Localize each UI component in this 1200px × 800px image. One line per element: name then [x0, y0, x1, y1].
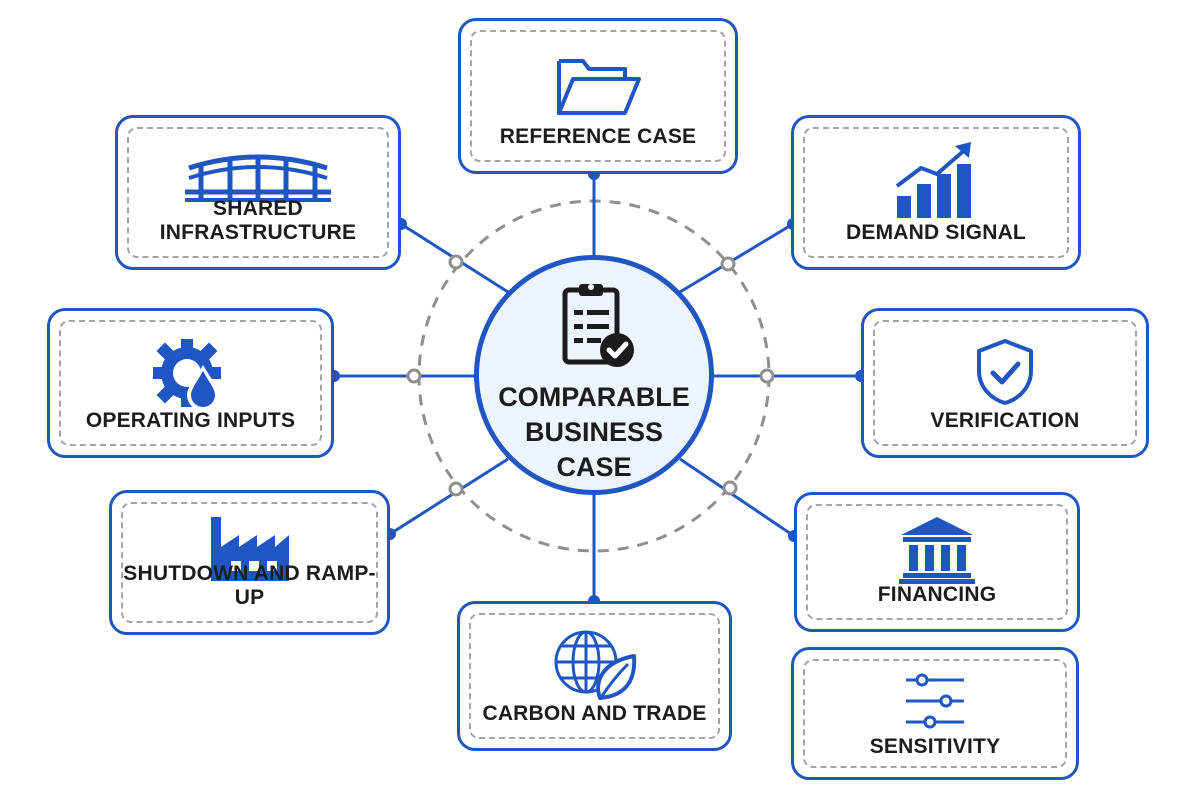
shield-check-icon: [864, 337, 1146, 407]
node-sensitivity: SENSITIVITY: [791, 647, 1079, 780]
node-label: FINANCING: [877, 583, 997, 606]
junction-ne: [720, 256, 736, 272]
node-verification: VERIFICATION: [861, 308, 1149, 458]
hub-title-line-3: CASE: [556, 452, 632, 482]
hub-title-line-1: COMPARABLE: [498, 382, 690, 412]
node-label: SHUTDOWN AND RAMP-UP: [123, 562, 376, 609]
junction-nw: [448, 254, 464, 270]
connector-shutdown-rampup: [389, 457, 509, 536]
node-shared-infrastructure: SHARED INFRASTRUCTURE: [115, 115, 401, 270]
node-label: REFERENCE CASE: [499, 125, 697, 148]
node-carbon-trade: CARBON AND TRADE: [457, 601, 732, 751]
node-reference-case: REFERENCE CASE: [458, 18, 738, 174]
sliders-icon: [794, 672, 1076, 730]
node-label: DEMAND SIGNAL: [846, 221, 1026, 244]
node-shutdown-rampup: SHUTDOWN AND RAMP-UP: [109, 490, 390, 635]
globe-leaf-icon: [460, 626, 729, 702]
factory-icon: [112, 511, 387, 583]
hub-title-line-2: BUSINESS: [524, 417, 664, 447]
node-operating-inputs: OPERATING INPUTS: [47, 308, 334, 458]
junction-w: [406, 368, 422, 384]
node-label: SENSITIVITY: [869, 735, 1001, 758]
node-label: CARBON AND TRADE: [482, 702, 707, 725]
central-hub: COMPARABLE BUSINESS CASE: [474, 255, 714, 495]
junction-se: [722, 480, 738, 496]
connector-financing: [679, 457, 795, 538]
clipboard-check-icon: [559, 282, 639, 377]
bar-chart-trend-icon: [794, 138, 1078, 220]
node-financing: FINANCING: [794, 492, 1080, 632]
node-label: SHARED INFRASTRUCTURE: [159, 197, 357, 244]
gear-droplet-icon: [50, 335, 331, 415]
bank-icon: [797, 513, 1077, 585]
bridge-icon: [118, 142, 398, 206]
node-label: VERIFICATION: [930, 409, 1080, 432]
node-demand-signal: DEMAND SIGNAL: [791, 115, 1081, 270]
folder-icon: [461, 49, 735, 119]
junction-sw: [448, 481, 464, 497]
hub-title: COMPARABLE BUSINESS CASE: [489, 380, 699, 485]
node-label: OPERATING INPUTS: [85, 409, 296, 432]
connector-demand-signal: [679, 222, 794, 294]
junction-e: [759, 368, 775, 384]
